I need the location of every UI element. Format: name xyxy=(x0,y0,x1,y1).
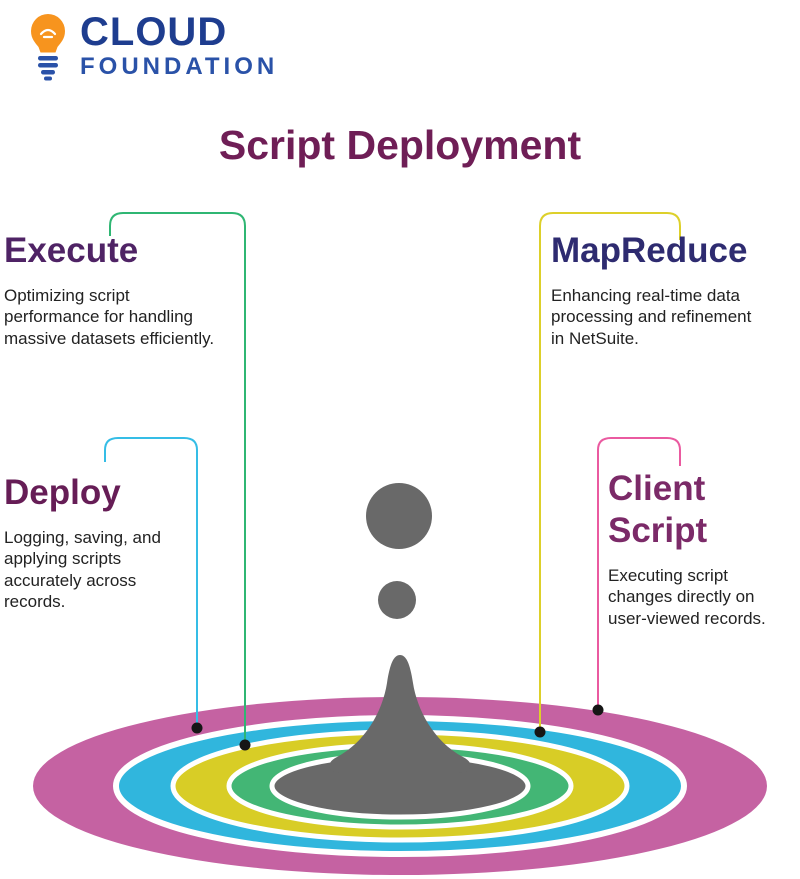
bulb-glass xyxy=(31,14,65,53)
splash-column xyxy=(329,655,471,773)
section-deploy: Deploy Logging, saving, and applying scr… xyxy=(4,472,244,613)
marker-dot-execute xyxy=(239,739,251,751)
brand-logo: CLOUD FOUNDATION xyxy=(26,12,278,84)
section-mapreduce-heading: MapReduce xyxy=(551,231,748,270)
marker-dot-mapreduce xyxy=(534,726,546,738)
section-deploy-heading: Deploy xyxy=(4,473,121,512)
section-deploy-body: Logging, saving, and applying scripts ac… xyxy=(4,528,161,612)
section-client-script-body: Executing script changes directly on use… xyxy=(608,566,766,628)
droplet-large xyxy=(366,483,432,549)
lightbulb-icon xyxy=(31,14,65,81)
section-execute-body: Optimizing script performance for handli… xyxy=(4,286,215,348)
section-execute-heading: Execute xyxy=(4,231,139,270)
marker-dot-deploy xyxy=(191,722,203,734)
droplet-small xyxy=(378,581,416,619)
connector-execute-line xyxy=(109,212,246,742)
brand-logo-text: CLOUD FOUNDATION xyxy=(80,12,278,79)
bulb-base xyxy=(38,56,58,81)
section-mapreduce: MapReduce Enhancing real-time data proce… xyxy=(551,230,796,349)
connector-mapreduce-line xyxy=(539,212,681,730)
connector-client-script-line xyxy=(597,437,681,708)
bulb-filament xyxy=(39,28,57,39)
connector-deploy-line xyxy=(104,437,198,725)
brand-name-top: CLOUD xyxy=(80,10,228,54)
page-title: Script Deployment xyxy=(218,122,582,168)
section-mapreduce-body: Enhancing real-time data processing and … xyxy=(551,286,752,348)
section-client-script-heading: Client Script xyxy=(608,469,708,550)
brand-name-bottom: FOUNDATION xyxy=(80,53,279,80)
marker-dot-client-script xyxy=(592,704,604,716)
section-client-script: Client Script Executing script changes d… xyxy=(608,468,780,629)
section-execute: Execute Optimizing script performance fo… xyxy=(4,230,254,349)
